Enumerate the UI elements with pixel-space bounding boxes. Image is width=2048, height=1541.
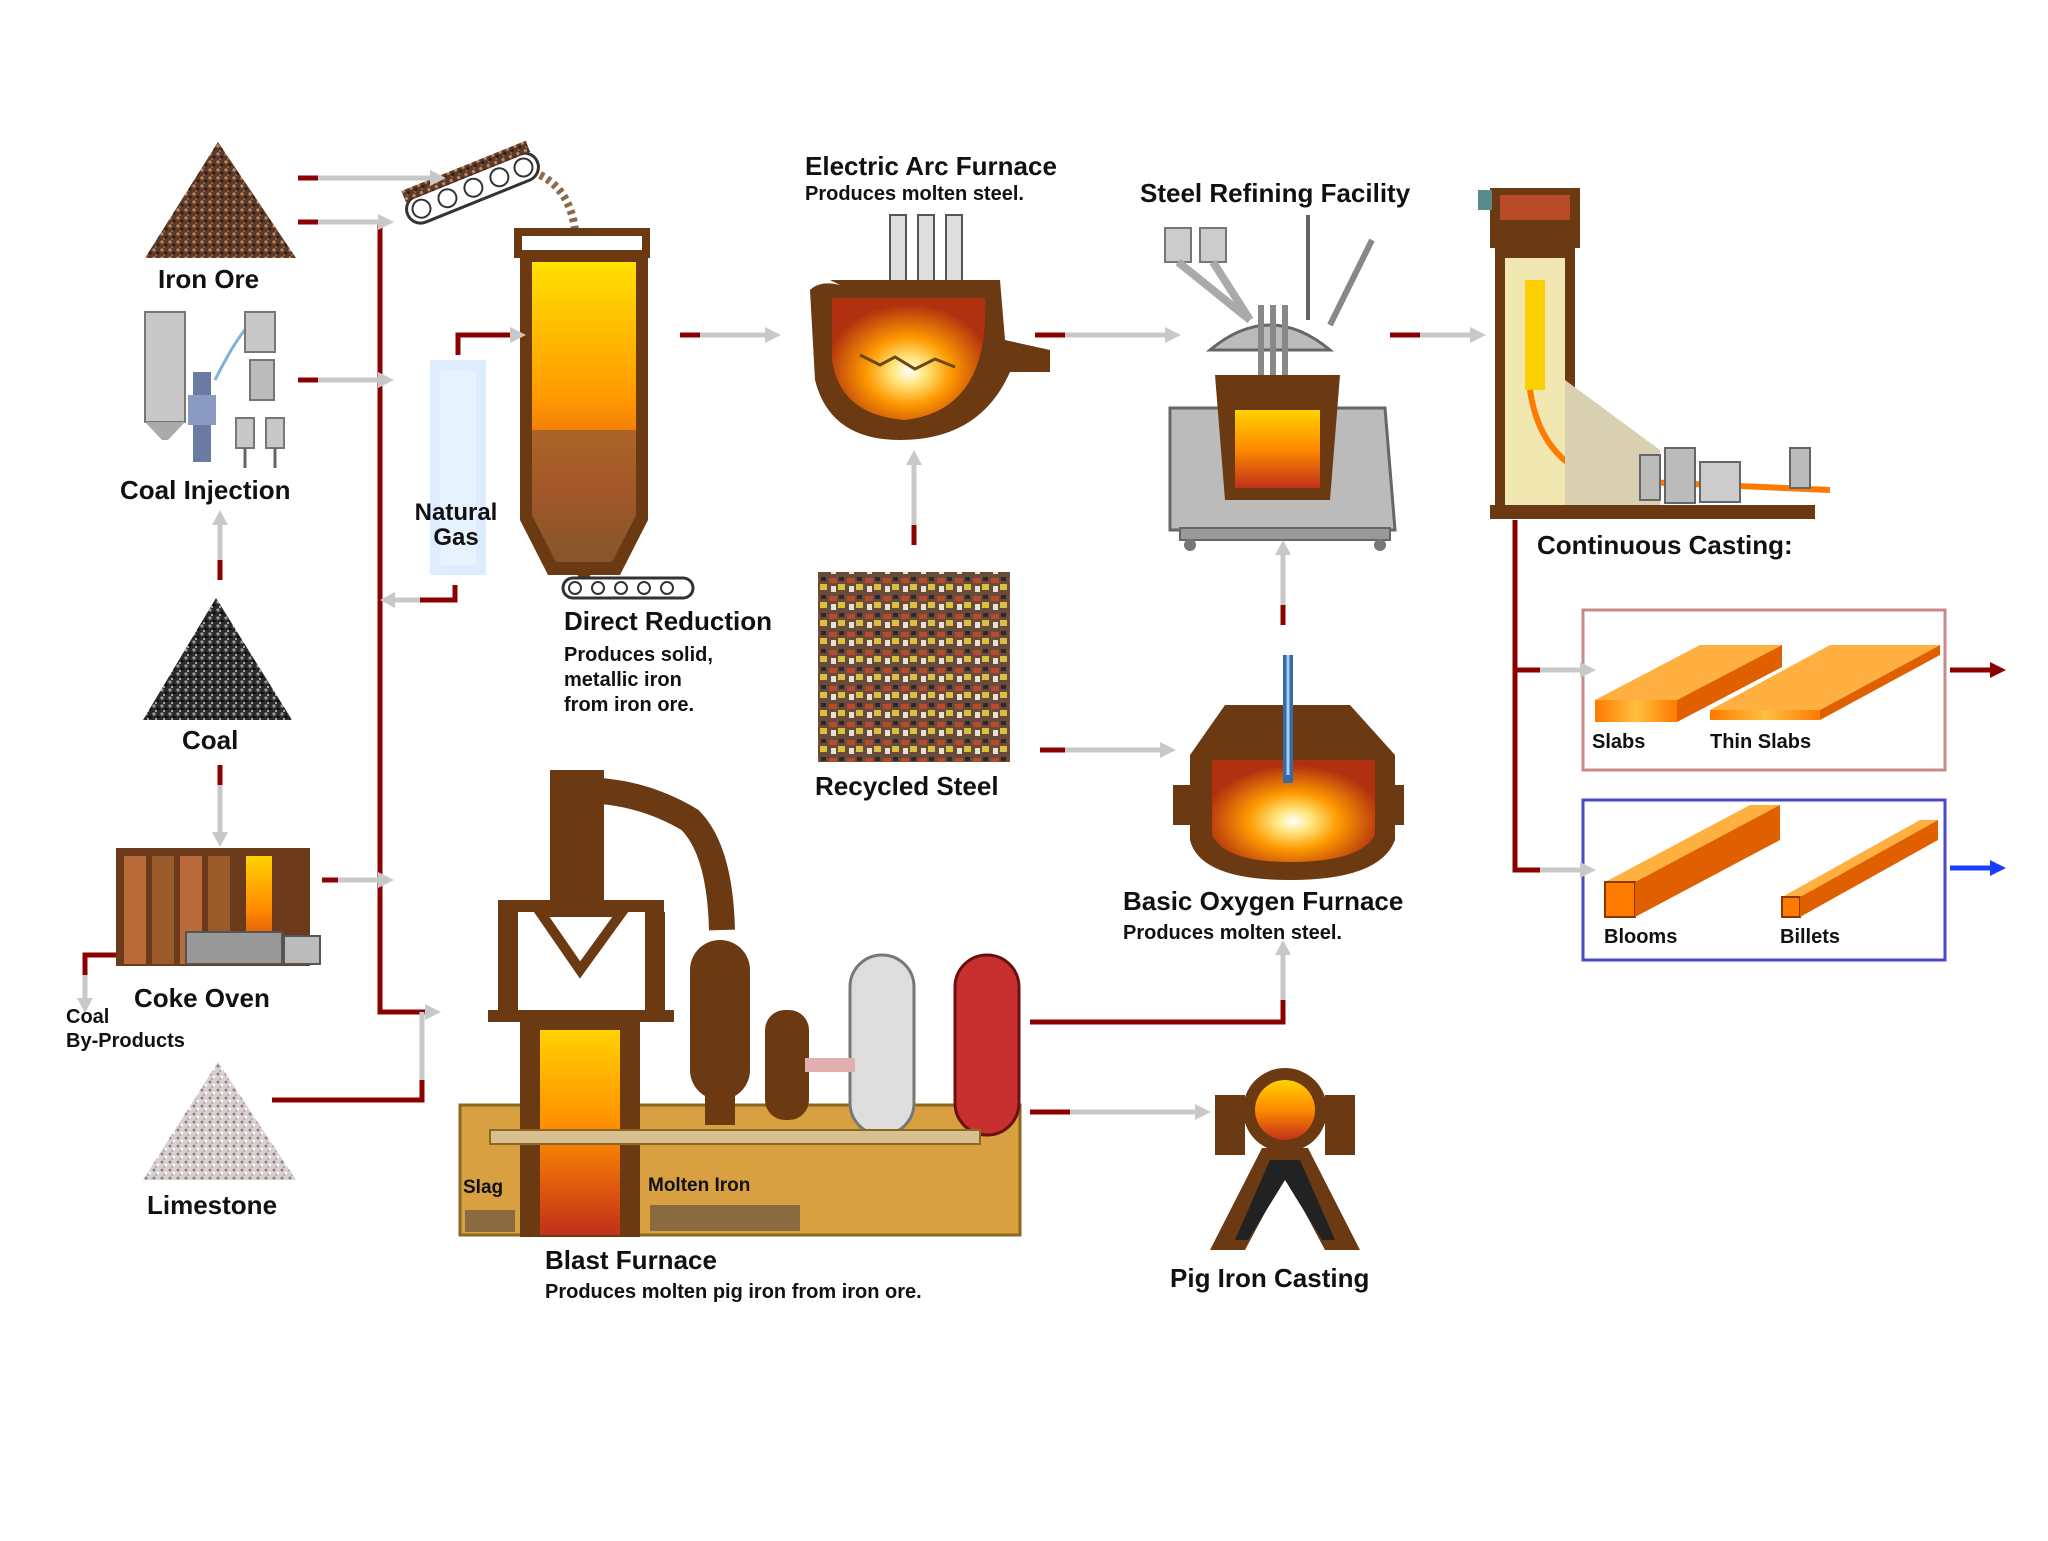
electric-arc-furnace-graphic — [810, 214, 1050, 440]
label-natural-gas: Natural Gas — [406, 499, 506, 552]
thin-slab-graphic — [1710, 645, 1940, 720]
label-recycled-steel: Recycled Steel — [815, 771, 999, 801]
label-slag: Slag — [463, 1177, 504, 1198]
label-thin-slabs: Thin Slabs — [1710, 731, 1812, 753]
recycled-steel-scrap — [818, 572, 1010, 762]
coal-injection-equipment — [144, 311, 285, 468]
label-slabs: Slabs — [1592, 731, 1646, 753]
bloom-graphic — [1604, 805, 1780, 918]
label-coal: Coal — [182, 725, 239, 755]
label-blast-furnace: Blast Furnace — [545, 1245, 717, 1275]
label-electric-arc-furnace: Electric Arc Furnace — [805, 151, 1057, 181]
label-coke-oven: Coke Oven — [134, 983, 270, 1013]
billet-graphic — [1781, 820, 1938, 918]
label-electric-arc-furnace-desc: Produces molten steel. — [805, 183, 1024, 205]
continuous-casting-graphic — [1478, 188, 1831, 519]
label-coal-byproducts-1: Coal — [66, 1006, 110, 1028]
direct-reduction-graphic — [401, 140, 695, 600]
label-direct-reduction-desc-1: Produces solid, — [564, 644, 713, 666]
label-limestone: Limestone — [147, 1190, 278, 1220]
basic-oxygen-furnace-graphic — [1173, 655, 1404, 880]
coal-pile — [143, 598, 292, 720]
label-steel-refining: Steel Refining Facility — [1140, 178, 1411, 208]
coke-oven-graphic — [116, 848, 321, 966]
iron-ore-pile — [145, 142, 296, 258]
label-coal-injection: Coal Injection — [120, 475, 291, 505]
natural-gas-cloud — [430, 360, 486, 575]
steel-refining-graphic — [1164, 215, 1397, 551]
label-molten-iron: Molten Iron — [648, 1175, 751, 1196]
label-direct-reduction: Direct Reduction — [564, 606, 773, 636]
pig-iron-casting-graphic — [1210, 1068, 1360, 1250]
flow-lines — [82, 175, 1990, 1115]
blast-furnace-graphic — [458, 770, 1022, 1237]
label-direct-reduction-desc-2: metallic iron — [564, 669, 682, 691]
label-basic-oxygen-furnace-desc: Produces molten steel. — [1123, 922, 1342, 944]
natural-gas-text: Natural Gas — [414, 499, 498, 552]
label-blooms: Blooms — [1604, 926, 1678, 948]
limestone-pile — [143, 1062, 296, 1180]
flow-arrowheads — [77, 170, 2006, 1120]
label-continuous-casting: Continuous Casting: — [1537, 530, 1793, 560]
slab-graphic — [1595, 645, 1782, 722]
label-direct-reduction-desc-3: from iron ore. — [564, 694, 695, 716]
label-pig-iron-casting: Pig Iron Casting — [1170, 1263, 1370, 1293]
label-billets: Billets — [1780, 926, 1841, 948]
label-blast-furnace-desc: Produces molten pig iron from iron ore. — [545, 1281, 922, 1303]
label-coal-byproducts-2: By-Products — [66, 1030, 185, 1052]
label-iron-ore: Iron Ore — [158, 264, 260, 294]
label-basic-oxygen-furnace: Basic Oxygen Furnace — [1123, 886, 1404, 916]
